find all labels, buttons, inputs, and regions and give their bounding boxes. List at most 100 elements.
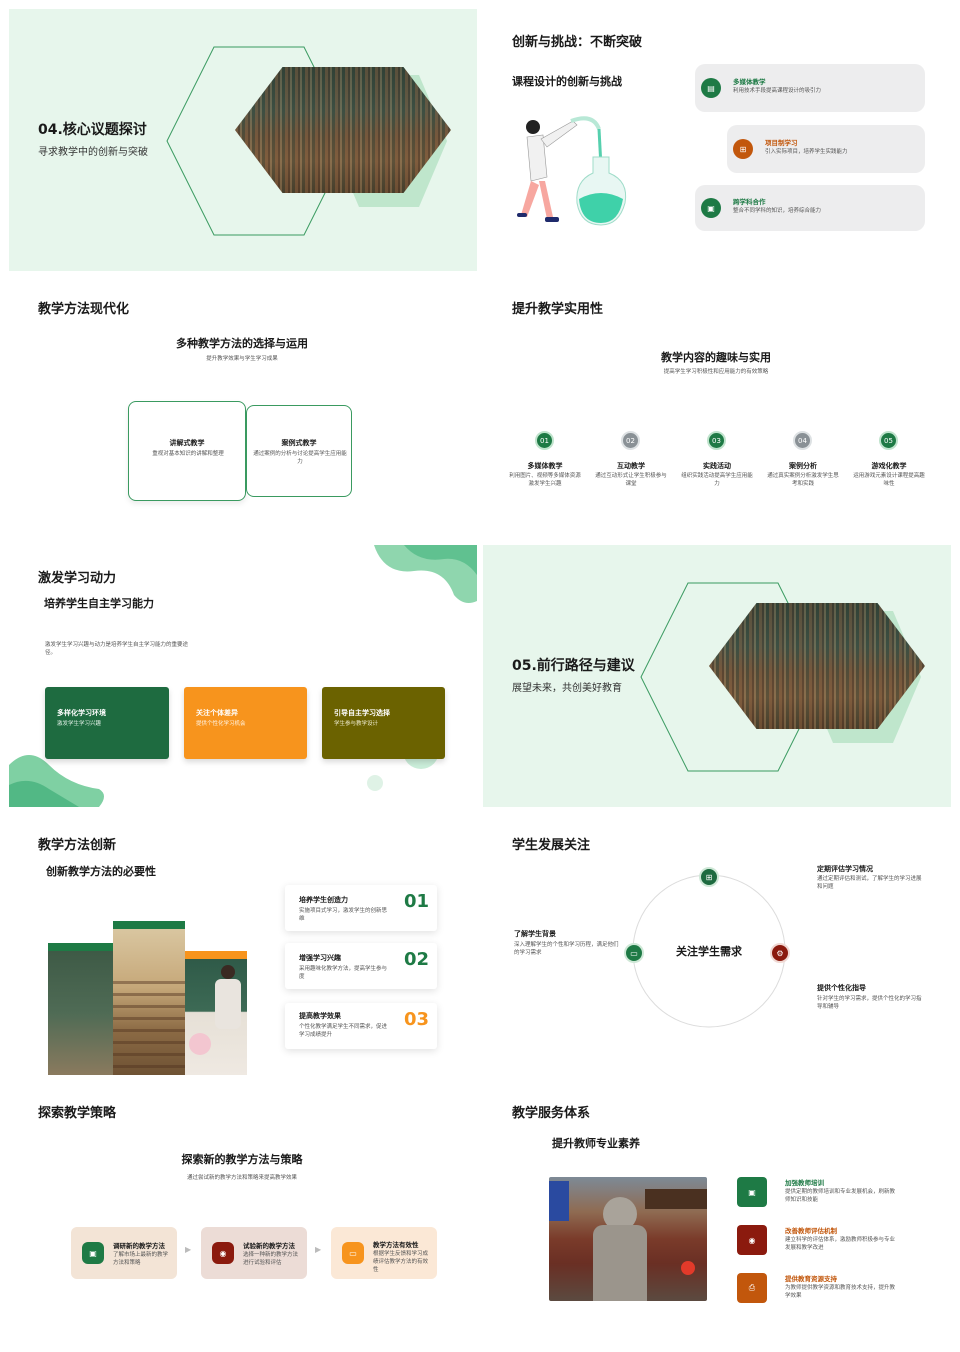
hexagon-outline-decoration [640, 582, 826, 772]
reason-number: 03 [404, 1009, 430, 1030]
strategy-title: 游戏化教学 [871, 462, 907, 470]
section-subtitle: 寻求教学中的创新与突破 [38, 147, 148, 158]
motivation-card-autonomy: 引导自主学习选择 学生参与教学设计 [322, 687, 445, 759]
strategy-step-experiment: ◉ 试验新的教学方法 选择一种新的教学方法进行试验和评估 [201, 1227, 307, 1279]
slide-caption: 通过尝试新的教学方法和策略来提高教学效果 [186, 1175, 297, 1181]
slide-title: 学生发展关注 [512, 838, 591, 853]
method-desc: 通过案例的分析与讨论提高学生应用能力 [253, 451, 347, 465]
step-arrow-icon: ▶ [315, 1245, 322, 1254]
reason-number: 01 [404, 891, 430, 912]
slide-title: 教学方法现代化 [38, 302, 130, 317]
slide-subtitle: 创新教学方法的必要性 [46, 865, 156, 878]
slide-caption: 提高学生学习积极性和应用能力的有效策略 [663, 369, 769, 375]
slide-practical-teaching: 提升教学实用性 教学内容的趣味与实用 提高学生学习积极性和应用能力的有效策略 0… [483, 277, 951, 539]
service-desc: 建立科学的评估体系，激励教师积极参与专业发展和教学改进 [785, 1237, 896, 1251]
service-title: 加强教师培训 [785, 1179, 824, 1187]
slide-student-development: 学生发展关注 关注学生需求 ⊞ ▭ ⚙ 定期评估学习情况 通过定期评估和测试，了… [483, 813, 951, 1075]
strategy-list: 01 多媒体教学 利用图片、视频等多媒体资源激发学生兴趣 02 互动教学 通过互… [503, 427, 935, 497]
step-title: 教学方法有效性 [373, 1241, 419, 1249]
step-desc: 选择一种新的教学方法进行试验和评估 [243, 1252, 299, 1266]
strategy-title: 多媒体教学 [527, 462, 563, 470]
slide-subtitle: 提升教师专业素养 [552, 1137, 640, 1150]
number-badge: 02 [621, 431, 640, 450]
cycle-center-label: 关注学生需求 [676, 945, 742, 958]
feature-desc: 利用技术手段提高课程设计的吸引力 [733, 88, 822, 94]
step-desc: 根据学生反馈和学习成绩评估教学方法的有效性 [373, 1251, 429, 1273]
slide-teaching-service: 教学服务体系 提升教师专业素养 ▣ 加强教师培训 提供定期的教师培训和专业发展机… [483, 1081, 951, 1343]
method-desc: 重视对基本知识的讲解和整理 [152, 451, 224, 457]
service-desc: 提供定期的教师培训和专业发展机会，刷新教师知识和技能 [785, 1189, 896, 1203]
service-title: 改善教师评估机制 [785, 1227, 837, 1235]
settings-icon: ⚙ [770, 943, 790, 963]
slide-body: 激发学生学习兴趣与动力是培养学生自主学习能力的重要途径。 [45, 642, 189, 656]
section-subtitle: 展望未来，共创美好教育 [512, 683, 622, 694]
slide-title: 提升教学实用性 [512, 302, 604, 317]
step-title: 调研新的教学方法 [113, 1242, 165, 1250]
document-icon: ▤ [701, 78, 721, 98]
section-title: 04.核心议题探讨 [38, 122, 147, 138]
slide-modern-teaching: 教学方法现代化 多种教学方法的选择与运用 提升教学效果与学生学习成果 讲解式教学… [9, 277, 477, 539]
method-card-case: 案例式教学 通过案例的分析与讨论提高学生应用能力 [246, 405, 352, 497]
feature-card-project: ⊞ 项目制学习 引入实际项目，培养学生实践能力 [727, 125, 925, 173]
slide-subtitle: 教学内容的趣味与实用 [661, 351, 771, 364]
hexagon-outline-decoration [166, 46, 352, 236]
slide-section-04: 04.核心议题探讨 寻求教学中的创新与突破 [9, 9, 477, 271]
slide-title: 探索教学策略 [38, 1106, 117, 1121]
service-item-training: ▣ 加强教师培训 提供定期的教师培训和专业发展机会，刷新教师知识和技能 [737, 1175, 927, 1215]
strategy-desc: 通过互动形式让学生积极参与课堂 [595, 473, 667, 487]
reason-title: 提高教学效果 [299, 1012, 341, 1020]
card-desc: 学生参与教学设计 [334, 721, 379, 727]
slide-title: 教学方法创新 [38, 838, 117, 853]
feature-card-interdisciplinary: ▣ 跨学科合作 整合不同学科的知识，培养综合能力 [695, 185, 925, 231]
service-item-resources: ⎙ 提供教育资源支持 为教师提供教学资源和教育技术支持，提升教学效果 [737, 1271, 927, 1311]
need-title: 提供个性化指导 [817, 984, 866, 992]
reason-desc: 采用趣味化教学方法，提高学生参与度 [299, 966, 388, 980]
card-desc: 激发学生学习兴趣 [57, 721, 102, 727]
slide-teaching-strategy: 探索教学策略 探索新的教学方法与策略 通过尝试新的教学方法和策略来提高教学效果 … [9, 1081, 477, 1343]
need-desc: 通过定期评估和测试，了解学生的学习进展和问题 [817, 876, 922, 890]
need-title: 了解学生背景 [514, 930, 556, 938]
feature-card-multimedia: ▤ 多媒体教学 利用技术手段提高课程设计的吸引力 [695, 64, 925, 112]
slide-subtitle: 多种教学方法的选择与运用 [176, 337, 308, 350]
number-badge: 01 [535, 431, 554, 450]
blob-decoration-bottom [9, 755, 104, 807]
method-card-lecture: 讲解式教学 重视对基本知识的讲解和整理 [128, 401, 246, 501]
feature-title: 多媒体教学 [733, 78, 766, 86]
classroom-photo-left [48, 943, 118, 1075]
card-title: 引导自主学习选择 [334, 709, 390, 717]
printer-icon: ⎙ [737, 1273, 767, 1303]
image-icon: ▣ [701, 198, 721, 218]
strategy-title: 互动教学 [617, 462, 645, 470]
slide-title: 激发学习动力 [38, 571, 117, 586]
reason-card-interest: 增强学习兴趣 采用趣味化教学方法，提高学生参与度 02 [285, 943, 437, 989]
slide-title: 教学服务体系 [512, 1106, 591, 1121]
strategy-title: 案例分析 [789, 462, 817, 470]
feature-title: 项目制学习 [765, 139, 798, 147]
slide-learning-motivation: 激发学习动力 培养学生自主学习能力 激发学生学习兴趣与动力是培养学生自主学习能力… [9, 545, 477, 807]
classroom-photo-center [113, 921, 185, 1075]
chat-icon: ▭ [342, 1242, 364, 1264]
record-icon: ◉ [737, 1225, 767, 1255]
reason-desc: 实施项目式学习，激发学生的创新思维 [299, 908, 388, 922]
slide-title: 创新与挑战：不断突破 [512, 35, 643, 50]
strategy-step-research: ▣ 调研新的教学方法 了解市场上最新的教学方法和策略 [71, 1227, 177, 1279]
strategy-desc: 通过真实案例分析激发学生思考和实践 [767, 473, 839, 487]
number-badge: 04 [793, 431, 812, 450]
slide-method-innovation: 教学方法创新 创新教学方法的必要性 培养学生创造力 实施项目式学习，激发学生的创… [9, 813, 477, 1075]
confucius-statue-photo [549, 1177, 707, 1301]
card-desc: 提供个性化学习机会 [196, 721, 246, 727]
feature-title: 跨学科合作 [733, 198, 766, 206]
need-title: 定期评估学习情况 [817, 865, 873, 873]
feature-desc: 引入实际项目，培养学生实践能力 [765, 149, 848, 155]
slide-innovation-challenge: 创新与挑战：不断突破 课程设计的创新与挑战 ▤ 多媒体教学 利用技术手段提高课程… [483, 9, 951, 271]
card-title: 多样化学习环境 [57, 709, 106, 717]
slide-subtitle: 培养学生自主学习能力 [44, 597, 154, 610]
motivation-card-environment: 多样化学习环境 激发学生学习兴趣 [45, 687, 169, 759]
motivation-card-individual: 关注个体差异 提供个性化学习机会 [184, 687, 307, 759]
card-title: 关注个体差异 [196, 709, 238, 717]
sitemap-icon: ⊞ [733, 139, 753, 159]
bookshelf-hexagon-image [235, 67, 451, 193]
need-desc: 针对学生的学习需求，提供个性化的学习指导和辅导 [817, 996, 922, 1010]
reason-number: 02 [404, 949, 430, 970]
step-title: 试验新的教学方法 [243, 1242, 295, 1250]
